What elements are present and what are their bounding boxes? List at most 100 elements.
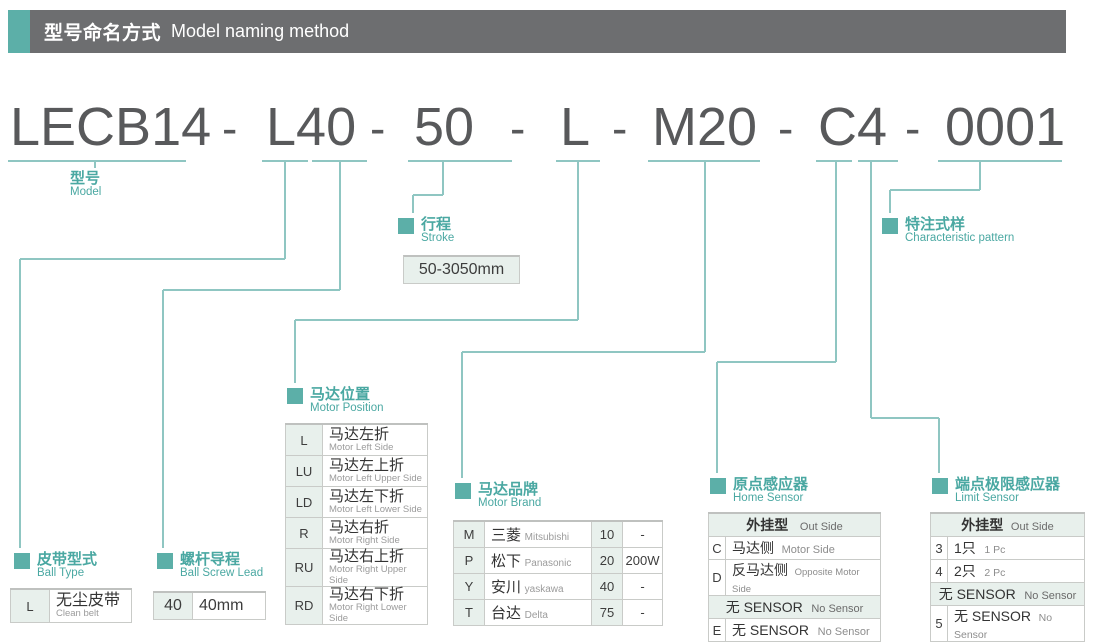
- table-row-group-header: 无 SENSOR No Sensor: [930, 582, 1085, 606]
- callout-stroke-cn: 行程: [421, 216, 452, 233]
- cell-desc-en: Motor Left Side: [329, 442, 394, 453]
- table-row: RD 马达右下折 Motor Right Lower Side: [285, 586, 428, 625]
- cell-desc: 无 SENSOR No Sensor: [947, 605, 1085, 642]
- callout-motor-brand-marker: [455, 483, 471, 499]
- cell-desc-en: Motor Side: [781, 544, 835, 556]
- cell-desc: 马达侧 Motor Side: [725, 536, 881, 560]
- cell-group-header: 无 SENSOR No Sensor: [930, 582, 1085, 606]
- cell-code: 5: [930, 605, 948, 642]
- cell-code: M: [453, 520, 485, 548]
- cell-desc: 马达左折 Motor Left Side: [322, 423, 428, 456]
- callout-home-sensor-en: Home Sensor: [733, 492, 804, 504]
- cell-desc-en: 2 Pc: [984, 567, 1006, 579]
- cell-desc: 2只 2 Pc: [947, 559, 1085, 583]
- cell-code: 3: [930, 536, 948, 560]
- cell-brand-cn: 松下: [491, 553, 522, 570]
- model-token-6: 0001: [945, 97, 1066, 157]
- callout-belt-type-cn: 皮带型式: [37, 551, 98, 568]
- callout-stroke-en: Stroke: [421, 232, 455, 244]
- callout-limit-sensor-cn: 端点极限感应器: [955, 476, 1061, 493]
- table-row: Y 安川 yaskawa 40 -: [453, 573, 663, 600]
- cell-desc-cn: 马达右下折: [329, 586, 405, 603]
- cell-code: LD: [285, 486, 323, 518]
- cell-desc-cn: 无 SENSOR: [954, 608, 1032, 624]
- cell-desc-cn: 反马达侧: [732, 562, 788, 578]
- cell-brand: 安川 yaskawa: [484, 573, 592, 600]
- limit-sensor-table: 外挂型 Out Side 3 1只 1 Pc 4 2只 2 Pc: [930, 512, 1085, 642]
- table-row: R 马达右折 Motor Right Side: [285, 517, 428, 549]
- table-row-group-header: 外挂型 Out Side: [708, 512, 881, 537]
- cell-code: D: [708, 559, 726, 596]
- cell-desc-cn: 马达左折: [329, 426, 390, 443]
- cell-desc-cn: 马达左下折: [329, 488, 405, 505]
- cell-code: E: [708, 618, 726, 642]
- callout-model-en: Model: [70, 186, 102, 198]
- callout-limit-sensor-en: Limit Sensor: [955, 492, 1019, 504]
- model-token-2: 50: [414, 97, 475, 157]
- table-row: 40 40mm: [153, 591, 266, 620]
- motor-position-rows: L 马达左折 Motor Left Side LU 马达左上折 Motor Le…: [285, 423, 428, 625]
- cell-desc: 马达右上折 Motor Right Upper Side: [322, 548, 428, 587]
- callout-motor-position-cn: 马达位置: [310, 386, 371, 403]
- cell-brand: 台达 Delta: [484, 599, 592, 626]
- header-title: 型号命名方式 Model naming method: [44, 10, 349, 53]
- cell-group-header: 无 SENSOR No Sensor: [708, 595, 881, 619]
- model-separator-4: -: [778, 102, 794, 154]
- cell-desc-cn: 马达侧: [732, 540, 774, 556]
- model-token-0: LECB14: [10, 97, 212, 157]
- cell-code: Y: [453, 573, 485, 600]
- stroke-value-box: 50-3050mm: [403, 255, 520, 284]
- table-row: M 三菱 Mitsubishi 10 -: [453, 520, 663, 548]
- cell-watt: -: [622, 599, 663, 626]
- model-separator-3: -: [612, 102, 628, 154]
- header-accent-bar: [8, 10, 30, 53]
- limit-sensor-rows: 外挂型 Out Side 3 1只 1 Pc 4 2只 2 Pc: [930, 512, 1085, 642]
- cell-desc-en: Motor Right Side: [329, 535, 400, 546]
- cell-desc-en: No Sensor: [817, 626, 870, 638]
- callout-home-sensor-cn: 原点感应器: [733, 476, 809, 493]
- callout-limit-sensor-marker: [932, 478, 948, 494]
- callout-stroke-marker: [398, 218, 414, 234]
- motor-position-table: L 马达左折 Motor Left Side LU 马达左上折 Motor Le…: [285, 423, 428, 625]
- cell-desc-en: Motor Left Lower Side: [329, 504, 422, 515]
- group-header-cn: 无 SENSOR: [725, 599, 803, 615]
- table-row: T 台达 Delta 75 -: [453, 599, 663, 626]
- cell-power-code: 10: [591, 520, 623, 548]
- motor-brand-rows: M 三菱 Mitsubishi 10 - P 松下 Panasonic 20 2…: [453, 520, 663, 626]
- group-header-cn: 无 SENSOR: [938, 586, 1016, 602]
- table-row: RU 马达右上折 Motor Right Upper Side: [285, 548, 428, 587]
- callout-screw-lead-marker: [157, 553, 173, 569]
- screw-lead-rows: 40 40mm: [153, 591, 266, 620]
- cell-code: 40: [153, 591, 193, 620]
- model-token-5: C4: [818, 97, 888, 157]
- model-separator-2: -: [510, 102, 526, 154]
- cell-desc: 反马达侧 Opposite Motor Side: [725, 559, 881, 596]
- cell-brand: 松下 Panasonic: [484, 547, 592, 574]
- model-separator-0: -: [222, 102, 238, 154]
- cell-desc-cn: 无尘皮带: [56, 592, 121, 609]
- page-header: 型号命名方式 Model naming method: [8, 10, 1066, 53]
- cell-desc: 马达右折 Motor Right Side: [322, 517, 428, 549]
- cell-code: P: [453, 547, 485, 574]
- cell-brand: 三菱 Mitsubishi: [484, 520, 592, 548]
- cell-code: L: [285, 423, 323, 456]
- table-row: 5 无 SENSOR No Sensor: [930, 605, 1085, 642]
- cell-desc: 无尘皮带 Clean belt: [49, 588, 132, 623]
- table-row: 4 2只 2 Pc: [930, 559, 1085, 583]
- cell-group-header: 外挂型 Out Side: [708, 512, 881, 537]
- cell-desc-en: Motor Right Lower Side: [329, 602, 407, 624]
- callout-motor-brand-en: Motor Brand: [478, 497, 542, 509]
- cell-group-header: 外挂型 Out Side: [930, 512, 1085, 537]
- table-row: L 无尘皮带 Clean belt: [10, 588, 132, 623]
- cell-code: LU: [285, 455, 323, 487]
- table-row: LU 马达左上折 Motor Left Upper Side: [285, 455, 428, 487]
- cell-brand-en: yaskawa: [524, 584, 564, 595]
- model-token-4: M20: [652, 97, 758, 157]
- cell-code: L: [10, 588, 50, 623]
- home-sensor-table: 外挂型 Out Side C 马达侧 Motor Side D 反马达侧 Opp…: [708, 512, 881, 642]
- cell-brand-cn: 安川: [491, 579, 522, 596]
- table-row: C 马达侧 Motor Side: [708, 536, 881, 560]
- cell-desc-cn: 马达右上折: [329, 548, 405, 565]
- cell-brand-en: Mitsubishi: [524, 532, 570, 543]
- model-number: LECB14 - L40 - 50 - L - M20 - C4 - 0001: [0, 96, 1093, 158]
